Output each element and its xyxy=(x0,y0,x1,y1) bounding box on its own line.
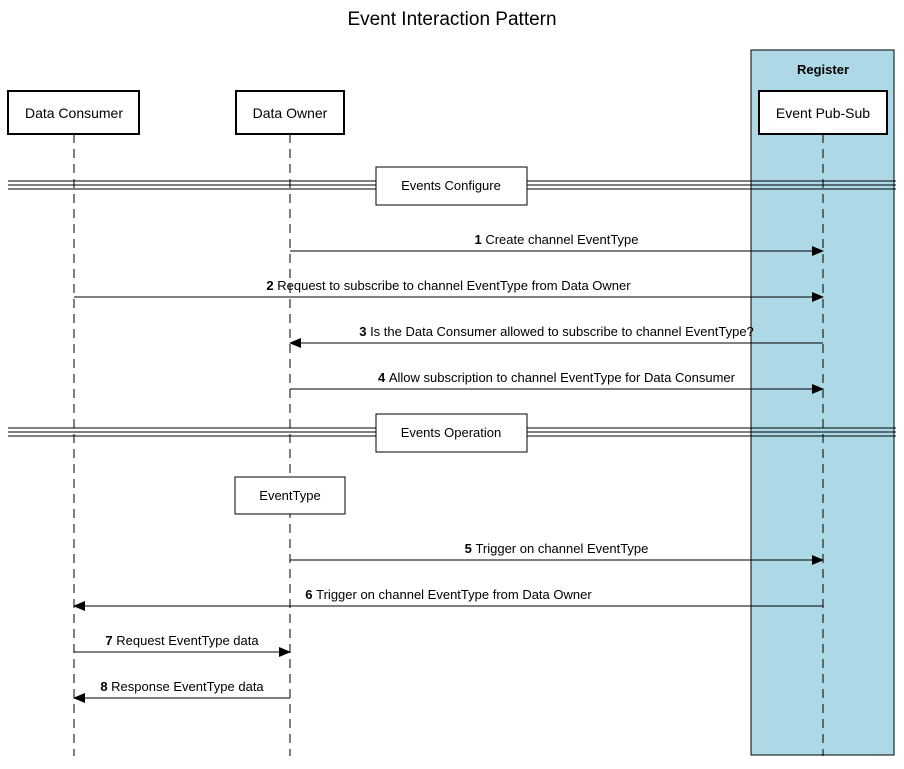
message-number: 5 xyxy=(465,541,476,556)
message-label: 3 Is the Data Consumer allowed to subscr… xyxy=(359,324,754,339)
participant-label: Event Pub-Sub xyxy=(776,105,870,121)
message-3: 3 Is the Data Consumer allowed to subscr… xyxy=(289,324,823,348)
message-text: Create channel EventType xyxy=(485,232,638,247)
message-label: 6 Trigger on channel EventType from Data… xyxy=(305,587,592,602)
note-label: EventType xyxy=(259,488,320,503)
divider-label: Events Operation xyxy=(401,425,501,440)
note-eventtype: EventType xyxy=(234,476,346,515)
participant-label: Data Consumer xyxy=(25,105,123,121)
message-label: 2 Request to subscribe to channel EventT… xyxy=(266,278,631,293)
participant-data-owner: Data Owner xyxy=(235,90,345,135)
message-label: 5 Trigger on channel EventType xyxy=(465,541,649,556)
message-label: 4 Allow subscription to channel EventTyp… xyxy=(378,370,736,385)
message-label: 1 Create channel EventType xyxy=(474,232,638,247)
divider-events-operation: Events Operation xyxy=(8,413,896,453)
diagram-title: Event Interaction Pattern xyxy=(347,9,556,30)
message-number: 3 xyxy=(359,324,370,339)
message-4: 4 Allow subscription to channel EventTyp… xyxy=(290,370,824,394)
message-6: 6 Trigger on channel EventType from Data… xyxy=(73,587,823,611)
message-8: 8 Response EventType data xyxy=(73,679,290,703)
messages: 1 Create channel EventType 2 Request to s… xyxy=(73,232,824,703)
message-text: Trigger on channel EventType from Data O… xyxy=(316,587,592,602)
message-text: Request EventType data xyxy=(116,633,259,648)
divider-events-configure: Events Configure xyxy=(8,166,896,206)
message-number: 8 xyxy=(100,679,111,694)
message-text: Response EventType data xyxy=(111,679,264,694)
register-group-label: Register xyxy=(797,62,849,77)
message-number: 2 xyxy=(266,278,277,293)
message-7: 7 Request EventType data xyxy=(74,633,291,657)
message-number: 1 xyxy=(474,232,485,247)
message-5: 5 Trigger on channel EventType xyxy=(290,541,824,565)
message-2: 2 Request to subscribe to channel EventT… xyxy=(74,278,824,302)
participant-label: Data Owner xyxy=(253,105,328,121)
message-text: Allow subscription to channel EventType … xyxy=(389,370,736,385)
message-1: 1 Create channel EventType xyxy=(290,232,824,256)
message-number: 4 xyxy=(378,370,389,385)
message-number: 7 xyxy=(105,633,116,648)
message-number: 6 xyxy=(305,587,316,602)
message-label: 8 Response EventType data xyxy=(100,679,264,694)
participant-data-consumer: Data Consumer xyxy=(7,90,140,135)
message-text: Trigger on channel EventType xyxy=(475,541,648,556)
participant-event-pub-sub: Event Pub-Sub xyxy=(758,90,888,135)
divider-label: Events Configure xyxy=(401,178,501,193)
message-text: Request to subscribe to channel EventTyp… xyxy=(277,278,631,293)
message-label: 7 Request EventType data xyxy=(105,633,259,648)
message-text: Is the Data Consumer allowed to subscrib… xyxy=(370,324,754,339)
